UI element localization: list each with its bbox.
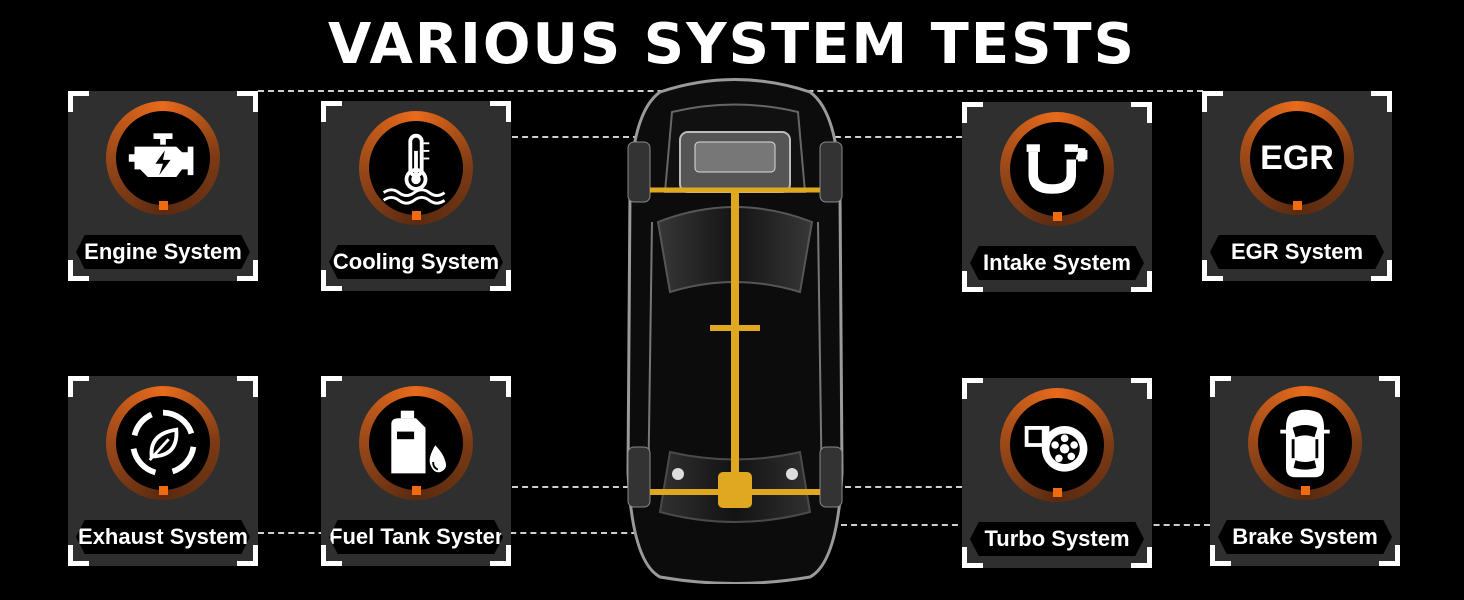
accent-dot: [412, 486, 421, 495]
corner-bracket: [962, 378, 983, 399]
icon-ring: [106, 386, 220, 500]
turbo-icon: [1024, 426, 1088, 472]
system-label: Cooling System: [329, 245, 503, 279]
accent-dot: [1053, 488, 1062, 497]
corner-bracket: [962, 547, 983, 568]
system-card-turbo: Turbo System: [962, 378, 1152, 568]
icon-ring: [1000, 388, 1114, 502]
icon-ring: [1248, 386, 1362, 500]
corner-bracket: [1202, 91, 1223, 112]
system-card-exhaust: Exhaust System: [68, 376, 258, 566]
system-label: Engine System: [76, 235, 250, 269]
corner-bracket: [1371, 91, 1392, 112]
corner-bracket: [1379, 545, 1400, 566]
thermometer-icon: [382, 133, 446, 205]
system-label: Turbo System: [970, 522, 1144, 556]
car-top-icon: [1280, 409, 1330, 478]
corner-bracket: [68, 545, 89, 566]
system-card-brake: Brake System: [1210, 376, 1400, 566]
system-card-fuel-tank: Fuel Tank System: [321, 376, 511, 566]
accent-dot: [1301, 486, 1310, 495]
corner-bracket: [68, 376, 89, 397]
corner-bracket: [321, 376, 342, 397]
system-card-egr: EGR EGR System: [1202, 91, 1392, 281]
system-label: Fuel Tank System: [329, 520, 503, 554]
accent-dot: [159, 486, 168, 495]
corner-bracket: [1210, 545, 1231, 566]
accent-dot: [159, 201, 168, 210]
icon-ring: [359, 111, 473, 225]
corner-bracket: [68, 260, 89, 281]
egr-icon: EGR: [1260, 138, 1334, 177]
corner-bracket: [68, 91, 89, 112]
corner-bracket: [1379, 376, 1400, 397]
system-label: Exhaust System: [76, 520, 250, 554]
engine-icon: [128, 133, 194, 177]
icon-ring: EGR: [1240, 101, 1354, 215]
page-title: VARIOUS SYSTEM TESTS: [328, 12, 1136, 77]
corner-bracket: [490, 545, 511, 566]
corner-bracket: [962, 271, 983, 292]
corner-bracket: [237, 260, 258, 281]
corner-bracket: [1131, 378, 1152, 399]
corner-bracket: [490, 101, 511, 122]
corner-bracket: [237, 545, 258, 566]
corner-bracket: [1202, 260, 1223, 281]
corner-bracket: [321, 270, 342, 291]
corner-bracket: [1131, 102, 1152, 123]
corner-bracket: [1210, 376, 1231, 397]
corner-bracket: [237, 376, 258, 397]
corner-bracket: [321, 101, 342, 122]
system-label: EGR System: [1210, 235, 1384, 269]
system-card-engine: Engine System: [68, 91, 258, 281]
system-label: Brake System: [1218, 520, 1392, 554]
icon-ring: [1000, 112, 1114, 226]
system-card-cooling: Cooling System: [321, 101, 511, 291]
exhaust-leaf-icon: [130, 409, 197, 476]
corner-bracket: [490, 270, 511, 291]
car-xray-illustration: [626, 78, 844, 584]
corner-bracket: [321, 545, 342, 566]
intake-pipe-icon: [1026, 144, 1088, 194]
corner-bracket: [490, 376, 511, 397]
icon-ring: [359, 386, 473, 500]
accent-dot: [412, 211, 421, 220]
corner-bracket: [1131, 271, 1152, 292]
corner-bracket: [962, 102, 983, 123]
corner-bracket: [237, 91, 258, 112]
system-card-intake: Intake System: [962, 102, 1152, 292]
corner-bracket: [1371, 260, 1392, 281]
icon-ring: [106, 101, 220, 215]
accent-dot: [1053, 212, 1062, 221]
system-label: Intake System: [970, 246, 1144, 280]
fuel-can-icon: [391, 410, 449, 476]
accent-dot: [1293, 201, 1302, 210]
corner-bracket: [1131, 547, 1152, 568]
